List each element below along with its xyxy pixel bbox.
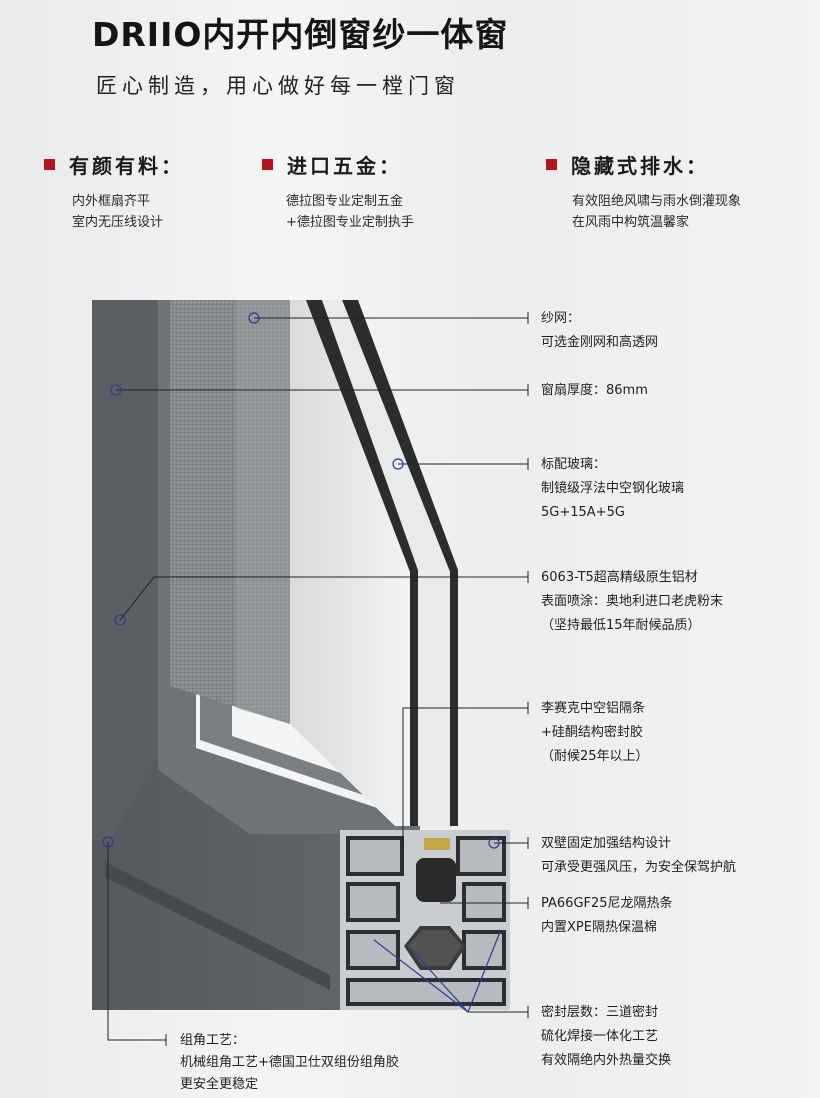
callout-corner-joint: 组角工艺： 机械组角工艺+德国卫仕双组份组角胶 更安全更稳定: [180, 1030, 399, 1096]
callout-line: 可承受更强风压，为安全保驾护航: [541, 860, 737, 875]
feature-line: 在风雨中构筑温馨家: [572, 215, 690, 230]
feature-title: 有颜有料：: [69, 154, 184, 178]
callout-double-wall: 双壁固定加强结构设计 可承受更强风压，为安全保驾护航: [541, 832, 736, 880]
feature-drainage: 隐藏式排水： 有效阻绝风啸与雨水倒灌现象 在风雨中构筑温馨家: [546, 150, 741, 233]
callout-line: 组角工艺：: [180, 1033, 246, 1048]
feature-line: 内外框扇齐平: [72, 194, 151, 209]
marker-circles: [102, 312, 500, 849]
bullet-square-icon: [546, 159, 557, 170]
callout-thermal-break: PA66GF25尼龙隔热条 内置XPE隔热保温棉: [541, 892, 673, 940]
bullet-square-icon: [262, 159, 273, 170]
feature-line: 室内无压线设计: [72, 215, 164, 230]
callout-screen: 纱网： 可选金刚网和高透网: [541, 307, 658, 355]
profile-section: [340, 830, 510, 1010]
glass-panes: [290, 300, 458, 826]
callout-line: PA66GF25尼龙隔热条: [541, 896, 673, 911]
callout-line: 更安全更稳定: [180, 1077, 259, 1092]
insect-screen: [170, 300, 290, 724]
callout-aluminum: 6063-T5超高精级原生铝材 表面喷涂：奥地利进口老虎粉末 （坚持最低15年耐…: [541, 566, 723, 638]
callout-line: 标配玻璃：: [541, 457, 607, 472]
page-subtitle: 匠心制造，用心做好每一樘门窗: [96, 74, 460, 98]
callout-sash-thickness: 窗扇厚度：86mm: [541, 379, 648, 403]
callout-line: 双壁固定加强结构设计: [541, 836, 672, 851]
pointer-lines: [373, 931, 501, 1013]
callout-line: 李赛克中空铝隔条: [541, 701, 646, 716]
callout-line: （耐候25年以上）: [541, 749, 649, 764]
callout-line: 密封层数：三道密封: [541, 1005, 659, 1020]
bullet-square-icon: [44, 159, 55, 170]
callout-line: 制镜级浮法中空钢化玻璃: [541, 481, 685, 496]
callout-line: 硫化焊接一体化工艺: [541, 1029, 659, 1044]
page-title: DRIIO内开内倒窗纱一体窗: [92, 15, 509, 54]
feature-line: 有效阻绝风啸与雨水倒灌现象: [572, 194, 742, 209]
feature-line: +德拉图专业定制执手: [286, 215, 414, 230]
callout-line: （坚持最低15年耐候品质）: [541, 618, 701, 633]
feature-hardware: 进口五金： 德拉图专业定制五金 +德拉图专业定制执手: [262, 150, 414, 233]
callout-line: 可选金刚网和高透网: [541, 335, 659, 350]
callout-line: 纱网：: [541, 311, 581, 326]
feature-title: 隐藏式排水：: [571, 154, 709, 178]
feature-line: 德拉图专业定制五金: [286, 194, 404, 209]
callout-line: 内置XPE隔热保温棉: [541, 920, 657, 935]
callout-line: 表面喷涂：奥地利进口老虎粉末: [541, 594, 724, 609]
callout-glass: 标配玻璃： 制镜级浮法中空钢化玻璃 5G+15A+5G: [541, 453, 684, 525]
callout-line: +硅酮结构密封胶: [541, 725, 643, 740]
callout-spacer: 李赛克中空铝隔条 +硅酮结构密封胶 （耐候25年以上）: [541, 697, 649, 769]
leader-lines: [107, 312, 529, 1046]
feature-design: 有颜有料： 内外框扇齐平 室内无压线设计: [44, 150, 184, 233]
callout-line: 有效隔绝内外热量交换: [541, 1053, 672, 1068]
callout-line: 窗扇厚度：86mm: [541, 383, 648, 398]
callout-line: 5G+15A+5G: [541, 505, 625, 520]
callout-seals: 密封层数：三道密封 硫化焊接一体化工艺 有效隔绝内外热量交换: [541, 1001, 671, 1073]
feature-title: 进口五金：: [287, 154, 402, 178]
callout-line: 6063-T5超高精级原生铝材: [541, 570, 698, 585]
callout-line: 机械组角工艺+德国卫仕双组份组角胶: [180, 1055, 399, 1070]
